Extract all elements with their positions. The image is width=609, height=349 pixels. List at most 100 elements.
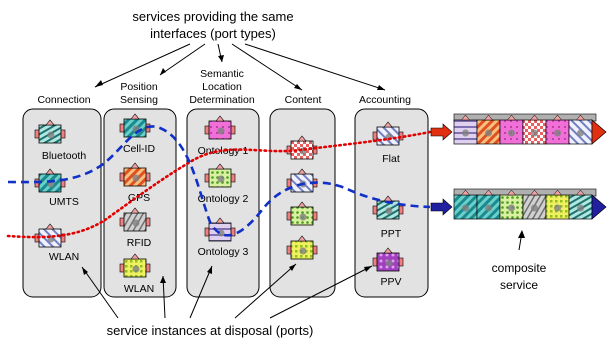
gear-icon [299,247,307,255]
segment-port [575,114,586,121]
port-top [130,162,140,169]
ontology-1-service-icon [204,115,236,140]
composite-service-red [453,113,607,145]
title-arrowheads [95,55,385,90]
accounting-item-ppv: PPV [380,276,401,288]
port-top [45,168,55,175]
bottom-arrow-3 [189,265,213,319]
title-arrow-content [231,43,303,91]
header-accounting: Accounting [359,94,411,106]
port-top [130,207,140,214]
gear-icon [217,175,225,183]
semantic-item-ontology-3: Ontology 3 [198,246,249,258]
header-semantic-line-2: Location [202,81,242,93]
panel-position [103,108,177,298]
segment-port [575,189,586,196]
category-headers: Connection Position Sensing Semantic Loc… [37,68,411,106]
segment-port [483,189,494,196]
blue-arrow [430,198,453,216]
gear-icon [385,207,393,215]
composition-paths [6,125,432,239]
composite-tip [591,194,607,220]
title-arrows [94,43,386,91]
semantic-item-ontology-2: Ontology 2 [198,193,249,205]
composite-tip [591,119,607,145]
port-top [297,201,307,208]
title-arrow-connection [94,43,191,88]
gear-icon [217,127,225,135]
connection-item-umts: UMTS [49,196,79,208]
bottom-arrow-4 [234,263,297,319]
title-line-1: services providing the same [132,9,293,24]
port-top [383,121,393,128]
header-position-line-2: Sensing [120,94,158,106]
position-item-wlan: WLAN [124,283,154,295]
panel-connection [22,108,102,298]
segment-port [506,114,517,121]
arrowhead [377,85,385,90]
ontology-2-service-icon [204,163,236,188]
position-item-cellid: Cell-ID [123,143,156,155]
arrowhead [95,80,103,87]
arrowhead [289,264,296,271]
gear-icon [217,229,225,237]
gear-icon [385,259,393,267]
gear-icon [132,265,140,273]
gear-icon [299,213,307,221]
arrowhead [160,68,166,75]
arrowhead [160,276,166,283]
blue-dashed-path [7,125,431,237]
gear-icon [554,204,561,212]
title-arrow-accounting [244,43,386,91]
bottom-arrow-5 [269,265,373,319]
composite-services [453,113,607,220]
port-top [130,253,140,260]
item-labels: Bluetooth UMTS WLAN Cell-ID GPS RFID WLA… [42,143,402,295]
gear-icon [462,204,469,212]
segment-port [483,114,494,121]
bottom-arrowheads [82,264,372,283]
gear-icon [508,129,515,137]
bottom-label: service instances at disposal (ports) [107,323,314,338]
arrowhead [218,55,224,62]
gear-icon [577,129,584,137]
gear-icon [508,204,515,212]
header-content: Content [285,94,322,106]
accounting-item-ppt: PPT [381,228,402,240]
red-dotted-path [6,130,432,239]
segment-port [552,114,563,121]
content-service-3-icon [286,201,318,226]
port-top [45,119,55,126]
segment-port [529,189,540,196]
bottom-arrow-1 [81,266,119,319]
gear-icon [554,129,561,137]
port-top [297,168,307,175]
rfid-service-icon [119,207,151,232]
header-semantic-line-3: Determination [189,94,255,106]
gear-icon [485,204,492,212]
composite-pointer-head [518,230,525,238]
segment-port [506,189,517,196]
arrowhead [364,266,372,272]
gear-icon [132,174,140,182]
gear-icon [132,219,140,227]
composite-label-line-2: service [500,278,538,292]
gear-icon [47,131,55,139]
port-top [130,113,140,120]
wlan-position-service-icon [119,253,151,278]
gear-icon [531,129,538,137]
gps-service-icon [119,162,151,187]
gear-icon [531,204,538,212]
header-position-line-1: Position [120,81,158,93]
header-semantic-line-1: Semantic [200,68,244,80]
port-top [297,235,307,242]
position-item-rfid: RFID [127,237,152,249]
position-item-gps: GPS [128,192,150,204]
arrowhead [82,267,88,275]
segment-port [552,189,563,196]
bottom-arrows [81,263,373,319]
port-top [215,217,225,224]
composite-label-group: composite service [492,230,547,292]
ppv-service-icon [372,247,404,272]
